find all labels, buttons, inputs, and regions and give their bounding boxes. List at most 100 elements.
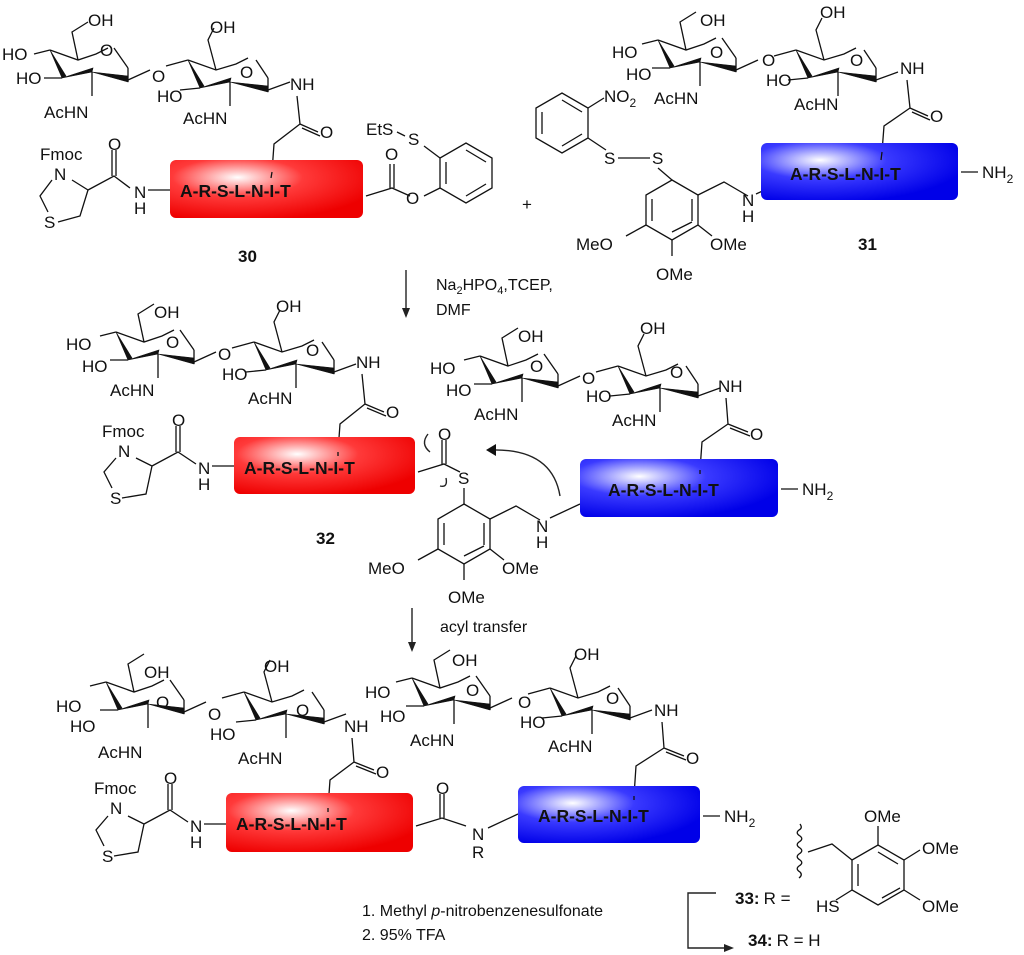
- peptide-sequence: A-R-S-L-N-I-T: [244, 458, 355, 478]
- atom-achn: AcHN: [44, 103, 88, 122]
- atom-o: O: [686, 749, 699, 768]
- atom-s: S: [652, 149, 663, 168]
- atom-achn: AcHN: [474, 405, 518, 424]
- atom-oh: OH: [574, 645, 600, 664]
- atom-o: O: [850, 51, 863, 70]
- atom-oh: OH: [820, 3, 846, 22]
- wavy-bond-icon: [796, 823, 803, 879]
- atom-oh: OH: [88, 11, 114, 30]
- atom-s: S: [110, 489, 121, 508]
- atom-ho: HO: [520, 713, 546, 732]
- curly-arrow-icon: [439, 477, 448, 488]
- atom-nh: NH: [718, 377, 743, 396]
- arrowhead-icon: [724, 944, 734, 952]
- reagent-conditions-line1: Na2HPO4,TCEP,: [436, 277, 553, 297]
- peptide-segment-blue: [580, 459, 778, 517]
- atom-n: N: [472, 825, 484, 844]
- atom-o: O: [108, 135, 121, 154]
- atom-s: S: [44, 213, 55, 232]
- atom-o-glycosidic: O: [152, 67, 165, 86]
- atom-oh: OH: [452, 651, 478, 670]
- atom-ho: HO: [56, 697, 82, 716]
- atom-o: O: [930, 107, 943, 126]
- reaction-step-3: 1. Methyl p-nitrobenzenesulfonate 2. 95%…: [362, 903, 603, 944]
- atom-o: O: [172, 411, 185, 430]
- atom-ome: OMe: [710, 235, 747, 254]
- atom-ho: HO: [446, 381, 472, 400]
- atom-meo: MeO: [368, 559, 405, 578]
- atom-oh: OH: [640, 319, 666, 338]
- atom-ome: OMe: [448, 588, 485, 607]
- atom-h: H: [134, 199, 146, 218]
- atom-ho: HO: [380, 707, 406, 726]
- atom-ome: OMe: [922, 897, 959, 916]
- atom-h: H: [536, 533, 548, 552]
- atom-nh: NH: [654, 701, 679, 720]
- atom-n: N: [198, 459, 210, 478]
- atom-ho: HO: [157, 87, 183, 106]
- peptide-segment-red: [234, 437, 415, 494]
- atom-nh2: NH2: [802, 480, 834, 503]
- atom-s: S: [604, 149, 615, 168]
- atom-o-glycosidic: O: [218, 345, 231, 364]
- atom-s: S: [102, 847, 113, 866]
- reagent-conditions-acyl-transfer: acyl transfer: [440, 619, 528, 636]
- atom-oh: OH: [700, 11, 726, 30]
- atom-n: N: [742, 191, 754, 210]
- atom-n: N: [190, 817, 202, 836]
- atom-o: O: [436, 779, 449, 798]
- atom-o: O: [164, 769, 177, 788]
- atom-meo: MeO: [576, 235, 613, 254]
- atom-o: O: [530, 357, 543, 376]
- atom-o-glycosidic: O: [208, 705, 221, 724]
- atom-achn: AcHN: [612, 411, 656, 430]
- reagent-conditions-line2: DMF: [436, 302, 471, 319]
- reagent-conditions-line1: 1. Methyl p-nitrobenzenesulfonate: [362, 903, 603, 920]
- atom-r: R: [472, 843, 484, 862]
- compound-label-31: 31: [858, 235, 877, 254]
- atom-n: N: [118, 442, 130, 461]
- atom-o: O: [385, 145, 398, 164]
- atom-h: H: [198, 475, 210, 494]
- peptide-segment-red: [170, 160, 363, 218]
- atom-ome: OMe: [922, 839, 959, 858]
- atom-nh2: NH2: [982, 163, 1014, 186]
- atom-achn: AcHN: [410, 731, 454, 750]
- atom-o: O: [166, 333, 179, 352]
- peptide-sequence: A-R-S-L-N-I-T: [790, 164, 901, 184]
- atom-o: O: [670, 363, 683, 382]
- atom-hs: HS: [816, 897, 840, 916]
- atom-o: O: [606, 689, 619, 708]
- atom-o: O: [438, 425, 451, 444]
- atom-nh2: NH2: [724, 807, 756, 830]
- atom-o: O: [156, 693, 169, 712]
- peptide-sequence: A-R-S-L-N-I-T: [608, 480, 719, 500]
- reagent-conditions-line2: 2. 95% TFA: [362, 927, 446, 944]
- compound-label-33: 33:R =: [735, 889, 791, 908]
- atom-achn: AcHN: [654, 89, 698, 108]
- compound-32: OH HO O HO AcHN O OH O HO AcHN NH O Fmoc…: [66, 297, 834, 607]
- atom-o-glycosidic: O: [762, 51, 775, 70]
- atom-ets: EtS: [366, 120, 393, 139]
- atom-oh: OH: [276, 297, 302, 316]
- atom-oh: OH: [210, 18, 236, 37]
- atom-ho: HO: [66, 335, 92, 354]
- atom-fmoc: Fmoc: [94, 779, 137, 798]
- atom-o: O: [386, 403, 399, 422]
- peptide-segment-blue: [761, 143, 958, 200]
- atom-oh: OH: [518, 327, 544, 346]
- compound-label-32: 32: [316, 529, 335, 548]
- atom-ho: HO: [430, 359, 456, 378]
- atom-o: O: [296, 701, 309, 720]
- atom-achn: AcHN: [183, 109, 227, 128]
- atom-o: O: [750, 425, 763, 444]
- atom-achn: AcHN: [238, 749, 282, 768]
- atom-o: O: [376, 763, 389, 782]
- atom-h: H: [190, 833, 202, 852]
- atom-ho: HO: [210, 725, 236, 744]
- atom-nh: NH: [900, 59, 925, 78]
- atom-o-glycosidic: O: [518, 693, 531, 712]
- atom-n: N: [536, 517, 548, 536]
- atom-o: O: [100, 41, 113, 60]
- atom-o: O: [406, 189, 419, 208]
